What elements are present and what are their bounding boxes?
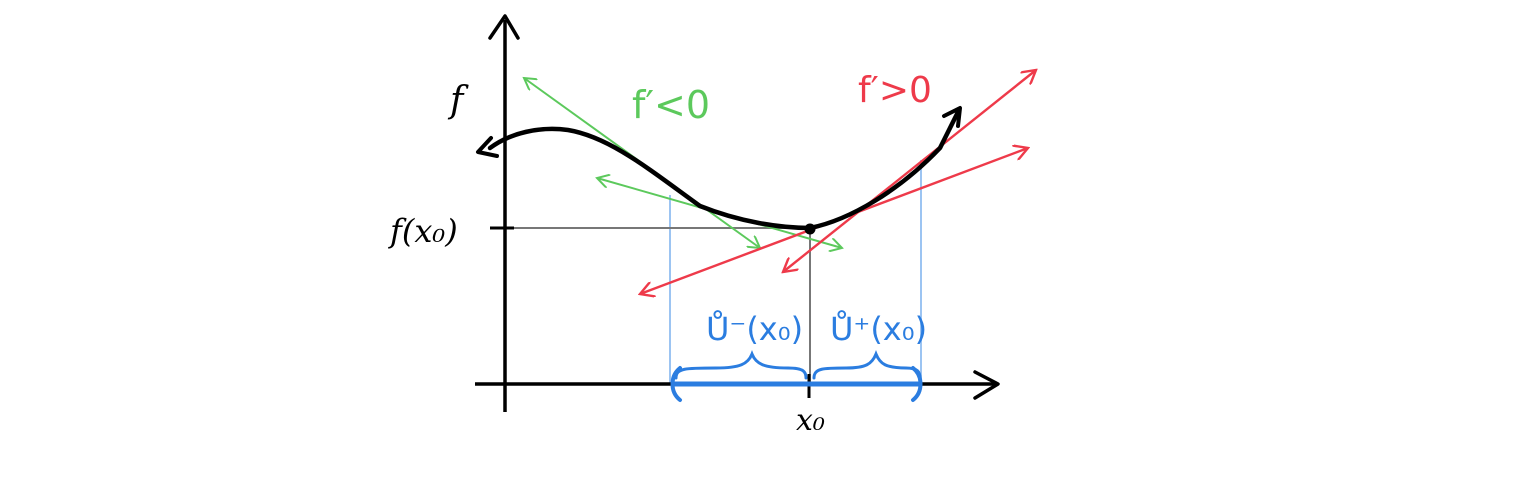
curve-left-arrowhead	[476, 136, 499, 158]
minimum-point	[804, 223, 816, 235]
negative-derivative-label: f′<0	[632, 83, 710, 127]
fx0-label: f(x₀)	[388, 212, 458, 250]
right-neighborhood-label: Ů⁺(x₀)	[830, 310, 927, 348]
curve-right-arrowhead	[942, 106, 962, 128]
left-curly-brace	[674, 349, 808, 380]
left-bracket	[670, 366, 682, 402]
function-curve	[487, 109, 961, 231]
right-curly-brace	[812, 349, 922, 380]
f-axis-label: f	[447, 80, 469, 121]
left-neighborhood-label: Ů⁻(x₀)	[706, 310, 803, 348]
positive-derivative-label: f′>0	[858, 70, 932, 111]
x0-label: x₀	[796, 403, 825, 438]
y-axis	[488, 14, 520, 412]
